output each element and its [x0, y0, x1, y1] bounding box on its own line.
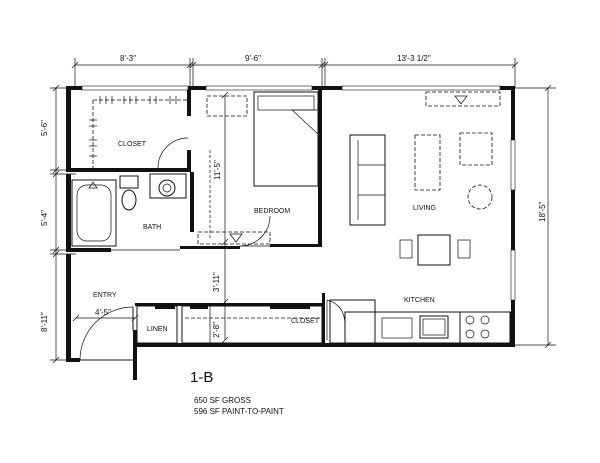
dim-top-right: 13'-3 1/2": [397, 54, 431, 63]
dim-bedroom-depth: 11'-5": [213, 160, 222, 180]
walls: [66, 86, 515, 380]
unit-label: 1-B: [190, 369, 213, 386]
room-label-closet-top: CLOSET: [118, 141, 147, 148]
room-label-living: LIVING: [413, 205, 436, 212]
dim-linen-width: 2'-8": [212, 322, 221, 338]
area-gross: 650 SF GROSS: [194, 396, 251, 405]
dim-right: 18'-5": [538, 201, 547, 222]
room-labels: CLOSET BATH BEDROOM LIVING ENTRY LINEN C…: [93, 141, 436, 333]
dim-left-bottom: 8'-11": [40, 312, 49, 332]
room-label-entry: ENTRY: [93, 292, 117, 299]
room-label-kitchen: KITCHEN: [404, 297, 435, 304]
fixtures: [71, 91, 512, 344]
dim-left-top: 5'-6": [40, 120, 49, 136]
room-label-closet-hall: CLOSET: [291, 318, 320, 325]
dimension-labels: 8'-3" 9'-6" 13'-3 1/2" 5'-6" 5'-4" 8'-11…: [40, 54, 547, 338]
windows: [81, 85, 516, 301]
dim-top-left: 8'-3": [120, 54, 136, 63]
dim-left-middle: 5'-4": [40, 210, 49, 226]
dim-hall-depth: 3'-11": [212, 272, 221, 292]
room-label-bath: BATH: [143, 224, 161, 231]
doors: [79, 137, 346, 361]
area-paint-to-paint: 596 SF PAINT-TO-PAINT: [194, 407, 284, 416]
room-label-bedroom: BEDROOM: [254, 208, 290, 215]
dim-top-middle: 9'-6": [245, 54, 261, 63]
room-label-linen: LINEN: [147, 326, 168, 333]
dim-entry-width: 4'-5": [95, 308, 111, 317]
